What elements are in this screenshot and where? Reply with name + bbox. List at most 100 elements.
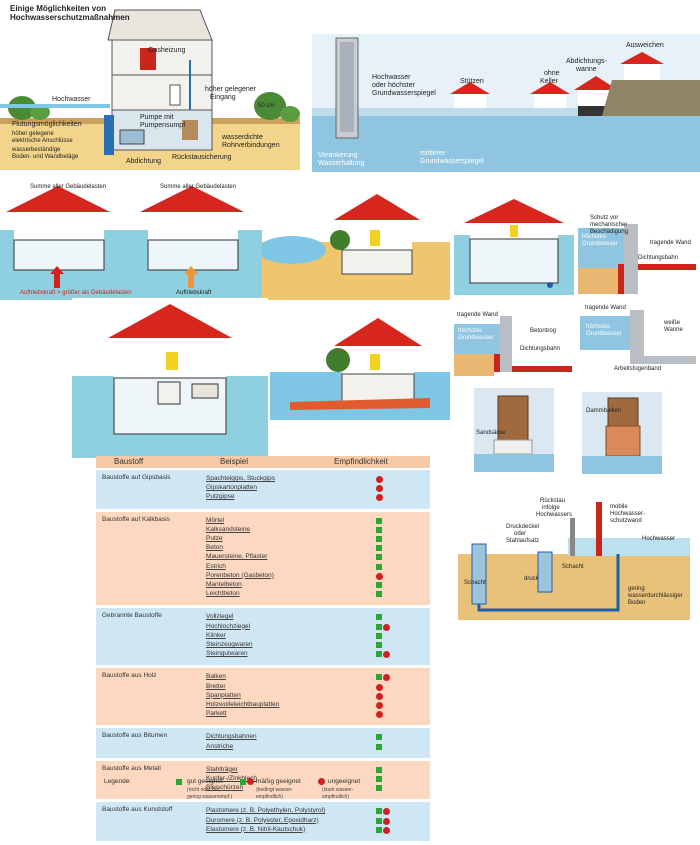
schutz-detail-illustration bbox=[578, 218, 696, 298]
table-row-label: Spachtelgips, Stuckgips bbox=[206, 475, 276, 482]
table-row-label: Holzwolleleichtbauplatten bbox=[206, 700, 280, 708]
table-row: Anstriche bbox=[206, 743, 430, 752]
rating-symbol bbox=[376, 734, 406, 741]
label-gasheizung: Gasheizung bbox=[148, 47, 186, 54]
rating-symbol bbox=[376, 808, 406, 816]
label-summe-left: Summe aller Gebäudelasten bbox=[30, 184, 107, 190]
large-house-illustration bbox=[72, 298, 268, 458]
header-empfindlichkeit: Empfindlichkeit bbox=[334, 457, 388, 466]
label-gering-3: Boden bbox=[628, 600, 646, 606]
label-ohne-keller-1: ohne bbox=[544, 70, 560, 77]
rating-symbol bbox=[376, 683, 406, 691]
rating-symbol bbox=[376, 623, 406, 631]
panel-dammbalken: Dammbalken bbox=[582, 392, 662, 474]
label-gering-1: gering bbox=[628, 586, 645, 592]
label-hochwasser: Hochwasser bbox=[52, 96, 91, 103]
legend-gut-sub-1: (nicht oder nur bbox=[187, 787, 220, 793]
rating-symbol bbox=[376, 572, 406, 580]
table-group-label: Baustoffe aus Bitumen bbox=[102, 732, 168, 740]
table-row: Gipskartonplatten bbox=[206, 484, 430, 493]
house-water-bottom-illustration bbox=[270, 312, 450, 420]
table-row: Parkett bbox=[206, 710, 430, 719]
label-druck: druck bbox=[524, 576, 539, 582]
red-circle-icon bbox=[383, 808, 390, 816]
label-stuetzen: Stützen bbox=[460, 78, 484, 85]
building-options-illustration bbox=[312, 34, 700, 172]
label-rueckstau-2: infolge bbox=[542, 505, 560, 511]
rueckstau-illustration bbox=[458, 494, 690, 620]
rating-symbol bbox=[376, 701, 406, 709]
header-beispiel: Beispiel bbox=[220, 457, 249, 466]
house-cross-section-illustration bbox=[0, 9, 300, 170]
green-square-icon bbox=[376, 785, 382, 792]
table-row-label: Plastomere (z. B. Polyethylen, Polystyro… bbox=[206, 807, 326, 815]
legend-maessig-sub-2: empfindlich) bbox=[256, 794, 283, 800]
panel-weisse-wanne: höchstes Grundwasser bbox=[580, 304, 696, 368]
table-row: Putze bbox=[206, 535, 430, 544]
table-row-label: Steingutwaren bbox=[206, 650, 248, 658]
table-group-label: Baustoffe aus Metall bbox=[102, 764, 161, 772]
rating-symbol bbox=[376, 485, 406, 493]
green-square-icon bbox=[376, 641, 382, 648]
red-circle-icon bbox=[376, 494, 383, 502]
rating-symbol bbox=[376, 476, 406, 483]
label-wasserdichte-1: wasserdichte bbox=[222, 134, 263, 141]
table-group-label: Baustoffe auf Gipsbasis bbox=[102, 474, 171, 481]
table-row-label: Mauersteine, Pflaster bbox=[206, 553, 268, 561]
table-row: Balken bbox=[206, 673, 430, 682]
red-circle-icon bbox=[383, 826, 390, 834]
green-square-icon bbox=[376, 623, 382, 630]
rating-symbol bbox=[376, 554, 406, 561]
table-row-label: Duromere (z. B. Polyester, Epoxidharz) bbox=[206, 816, 319, 824]
label-abdichtungswanne-1: Abdichtungs- bbox=[566, 58, 607, 65]
rating-symbol bbox=[376, 817, 406, 825]
red-circle-icon bbox=[376, 701, 383, 709]
table-row-label: Anstriche bbox=[206, 742, 234, 750]
table-row-label: Bretter bbox=[206, 682, 226, 690]
label-schutz-1: Schutz vor bbox=[590, 215, 619, 221]
label-abdichtung: Abdichtung bbox=[126, 158, 162, 165]
label-p5-hoechstes-2: Grundwasser bbox=[582, 241, 618, 247]
table-row-label: Porenbeton (Gasbeton) bbox=[206, 571, 274, 579]
table-row: Duromere (z. B. Polyester, Epoxidharz) bbox=[206, 817, 430, 826]
rating-symbol bbox=[376, 563, 406, 571]
table-group: Baustoffe auf Gipsbasis Spachtelgips, Stu… bbox=[96, 470, 430, 509]
table-row: Klinker bbox=[206, 632, 430, 641]
label-hochwasser-1: Hochwasser bbox=[372, 74, 411, 81]
label-auftrieb-left: Auftriebskraft > größer als Gebäudelaste… bbox=[20, 290, 132, 296]
table-row-label: Elastomere (z. B. Nitril-Kautschuk) bbox=[206, 825, 306, 833]
label-p6-betontrog: Betontrog bbox=[530, 328, 557, 334]
label-p7-weisse-2: Wanne bbox=[664, 327, 683, 333]
table-row-label: Dichtungsbahnen bbox=[206, 733, 257, 741]
table-row-label: Hochlochziegel bbox=[206, 622, 251, 630]
label-mobile-1: mobile bbox=[610, 504, 628, 510]
rating-symbol bbox=[376, 711, 406, 719]
table-row: Holzwolleleichtbauplatten bbox=[206, 701, 430, 710]
label-p7-tragende-wand: tragende Wand bbox=[585, 305, 626, 311]
green-square-icon bbox=[376, 632, 382, 639]
label-pumpe-2: Pumpensumpf bbox=[140, 122, 186, 129]
table-row: Mantelbeton bbox=[206, 581, 430, 590]
red-circle-icon bbox=[383, 674, 390, 682]
label-mittlerer-1: mittlerer bbox=[420, 150, 446, 157]
red-circle-icon bbox=[376, 572, 383, 580]
legend-gut-symbol bbox=[176, 779, 182, 785]
table-row: Estrich bbox=[206, 563, 430, 572]
dammbalken-illustration bbox=[582, 392, 662, 474]
rating-symbol bbox=[376, 535, 406, 543]
protection-wall-illustration bbox=[454, 195, 574, 295]
label-druckdeckel-3: Stahlaufsatz bbox=[506, 538, 540, 544]
rating-symbol bbox=[376, 526, 406, 534]
table-row-label: Kupfer-/Zinkblech bbox=[206, 774, 257, 782]
table-row: Kalksandsteine bbox=[206, 526, 430, 535]
table-row: Dichtungsbahnen bbox=[206, 733, 430, 742]
betontrog-illustration bbox=[454, 310, 572, 376]
green-square-icon bbox=[376, 817, 382, 824]
table-row: Mörtel bbox=[206, 517, 430, 526]
green-square-icon bbox=[376, 743, 382, 750]
green-square-icon bbox=[376, 826, 382, 833]
